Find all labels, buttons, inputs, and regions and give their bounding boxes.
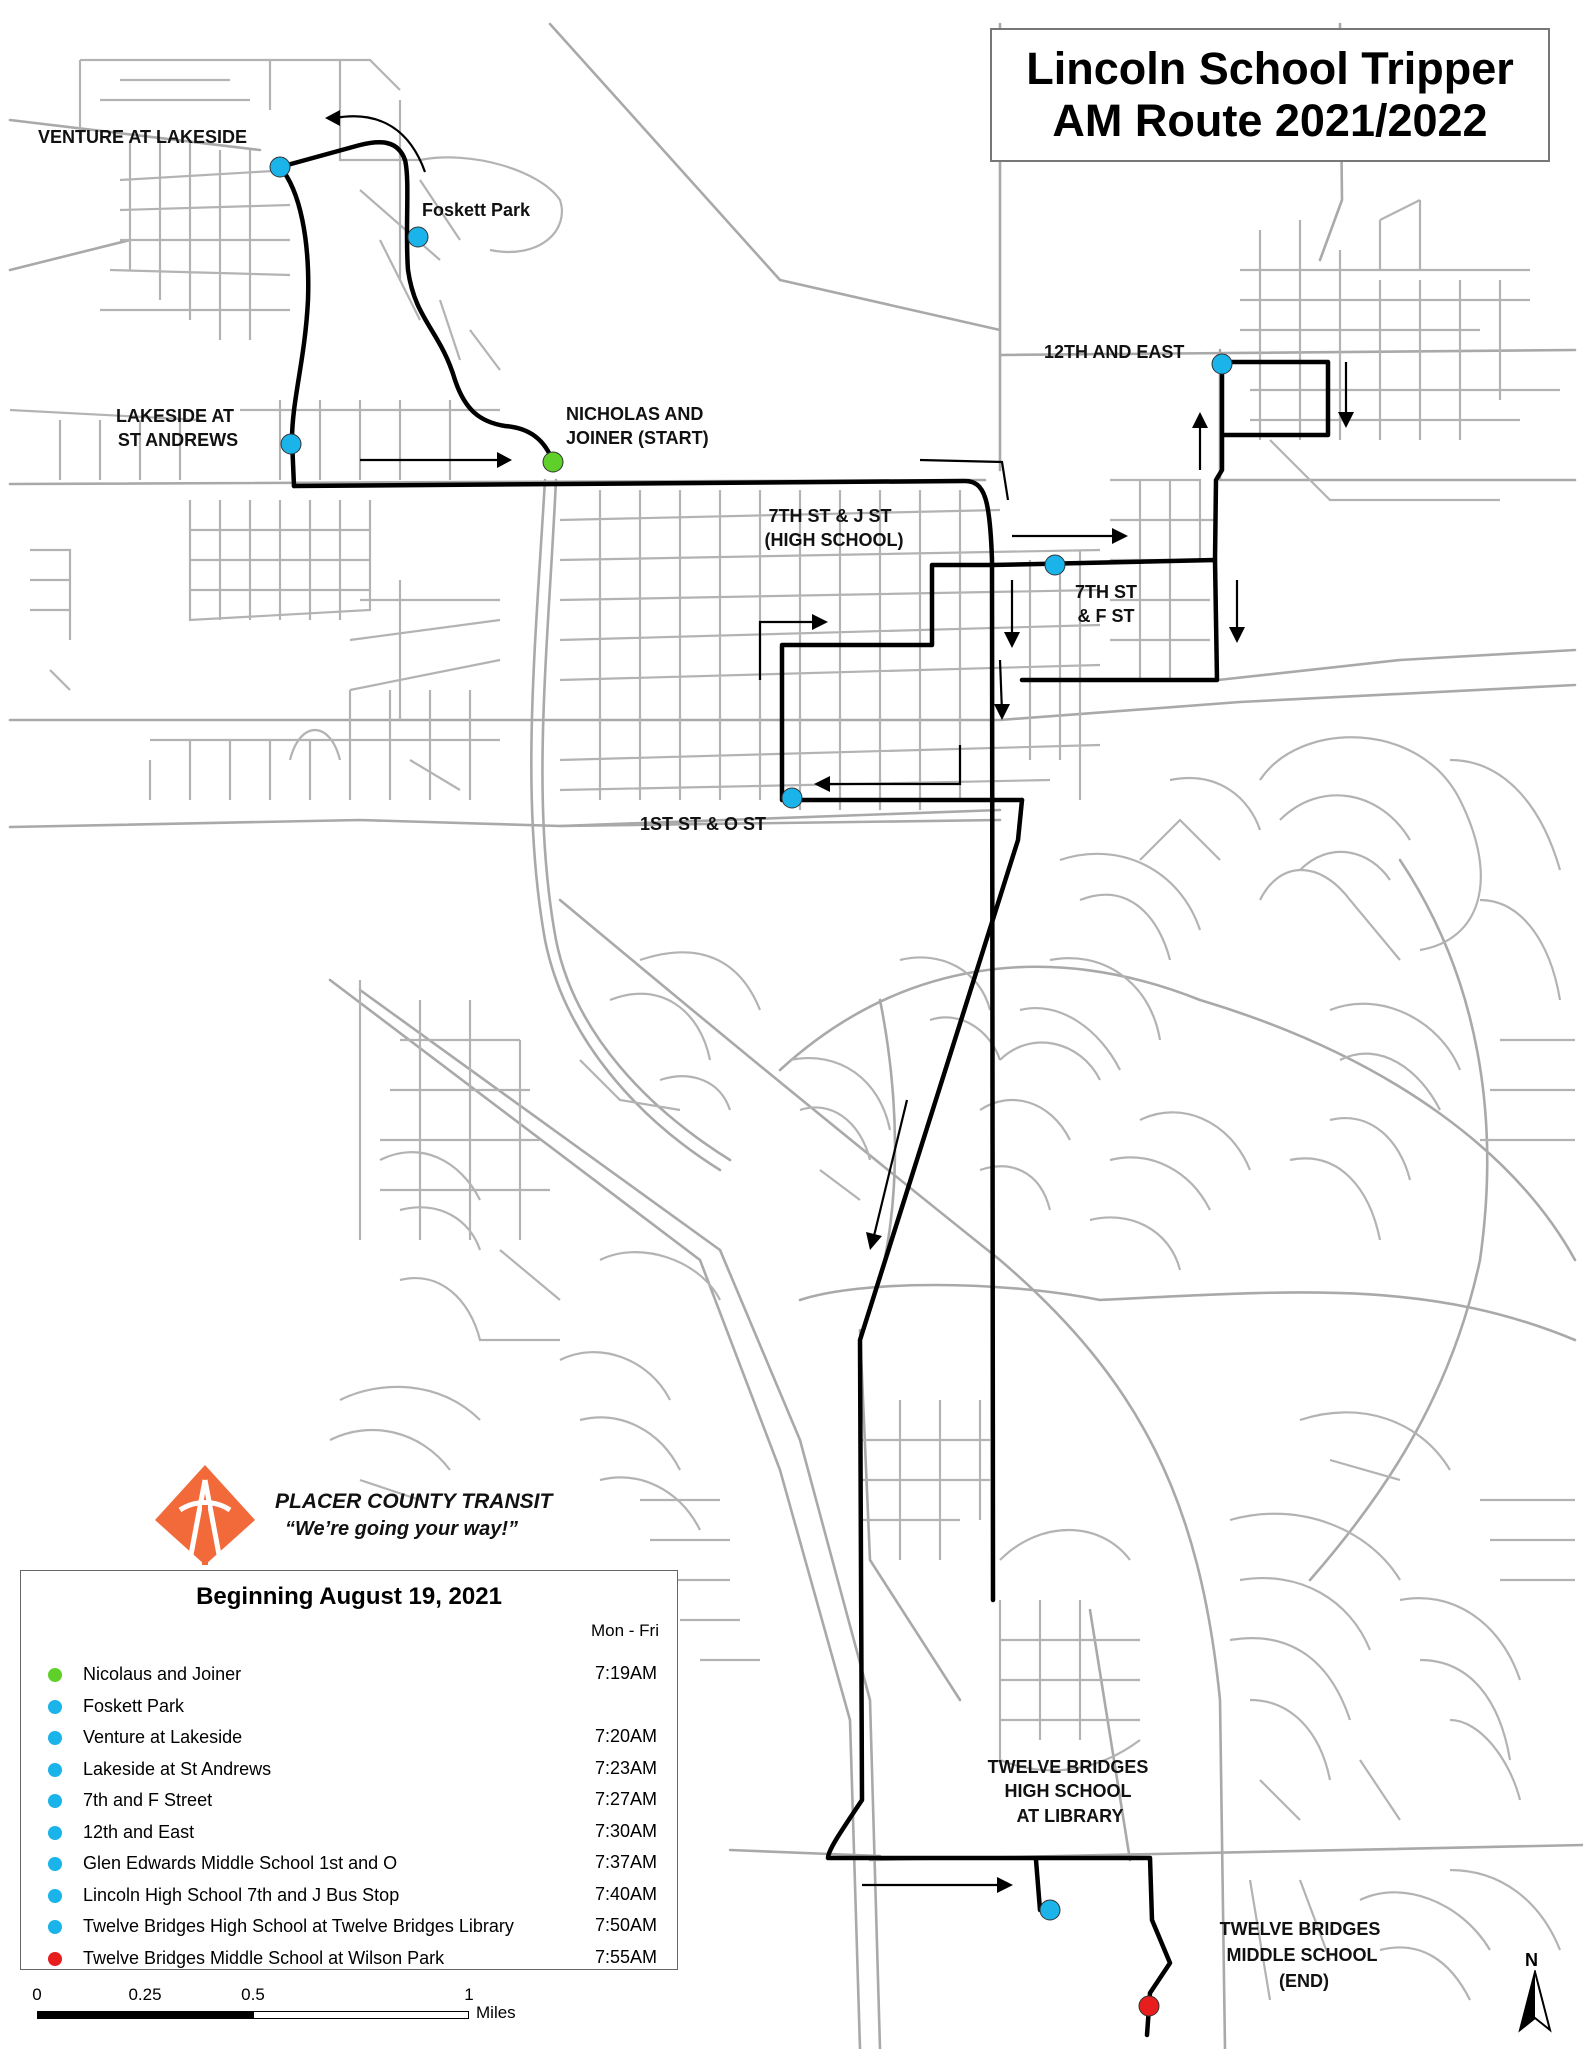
legend-stop-time: 7:20AM	[595, 1726, 658, 1746]
label-7th-f-2: & F ST	[1078, 606, 1135, 626]
legend-stop-dot-icon	[48, 1825, 62, 1840]
stop-1st-o	[781, 787, 803, 809]
label-lakeside-1: LAKESIDE AT	[116, 406, 234, 426]
label-tb-high-3: AT LIBRARY	[1017, 1806, 1124, 1826]
legend-row: Twelve Bridges High School at Twelve Bri…	[21, 1915, 677, 1939]
scale-tick-05: 0.5	[241, 1985, 265, 2004]
map-labels: VENTURE AT LAKESIDE Foskett Park LAKESID…	[38, 127, 1380, 1991]
scale-unit: Miles	[476, 2003, 516, 2022]
label-tb-middle-2: MIDDLE SCHOOL	[1227, 1945, 1378, 1965]
legend-stop-dot-icon	[48, 1951, 62, 1966]
direction-arrows	[325, 110, 1354, 1893]
legend-row: 7th and F Street 7:27AM	[21, 1789, 677, 1813]
legend-stop-dot-icon	[48, 1794, 62, 1808]
legend-stop-time: 7:19AM	[595, 1663, 658, 1683]
legend-stop-name: Venture at Lakeside	[83, 1727, 243, 1747]
bus-stops	[269, 156, 1233, 2017]
legend-stop-name: Lakeside at St Andrews	[83, 1758, 272, 1779]
placer-county-transit-logo: PLACER COUNTY TRANSIT “We’re going your …	[150, 1460, 570, 1570]
map-title-line2: AM Route 2021/2022	[1052, 95, 1488, 146]
legend-stop-name: Foskett Park	[83, 1695, 185, 1716]
legend-row: Twelve Bridges Middle School at Wilson P…	[21, 1947, 677, 1971]
scale-bar-graphic	[37, 2011, 469, 2019]
label-lakeside-2: ST ANDREWS	[118, 430, 238, 450]
legend-stop-dot-icon	[48, 1857, 62, 1871]
legend-row: Venture at Lakeside 7:20AM	[21, 1726, 677, 1750]
map-title-line1: Lincoln School Tripper	[1026, 43, 1514, 94]
legend-stop-dot-icon	[48, 1699, 62, 1714]
logo-tagline: “We’re going your way!”	[285, 1518, 518, 1540]
label-tb-high-2: HIGH SCHOOL	[1004, 1781, 1131, 1801]
legend-row: Foskett Park	[21, 1695, 677, 1719]
legend-stop-dot-icon	[48, 1668, 62, 1682]
stop-lakeside-st-andrews	[280, 433, 302, 455]
north-arrow-icon	[1518, 1970, 1552, 2033]
stop-7th-f	[1044, 554, 1066, 576]
stop-nicholas-joiner	[542, 451, 564, 473]
scale-tick-0: 0	[32, 1985, 42, 2004]
label-1st-o: 1ST ST & O ST	[640, 814, 766, 834]
legend-row: Nicolaus and Joiner 7:19AM	[21, 1663, 677, 1687]
transit-logo-icon	[155, 1465, 255, 1565]
legend-stop-dot-icon	[48, 1762, 62, 1777]
legend-row: Lincoln High School 7th and J Bus Stop 7:…	[21, 1884, 677, 1908]
schedule-legend: Beginning August 19, 2021 Mon - Fri Nico…	[20, 1570, 678, 1970]
legend-stop-time: 7:50AM	[595, 1915, 658, 1935]
label-nicholas-2: JOINER (START)	[566, 428, 709, 448]
label-nicholas-1: NICHOLAS AND	[566, 404, 703, 424]
legend-stop-time: 7:23AM	[595, 1757, 658, 1778]
scale-tick-025: 0.25	[128, 1985, 162, 2004]
stop-12th-east	[1211, 353, 1233, 375]
legend-row: Glen Edwards Middle School 1st and O 7:37…	[21, 1852, 677, 1876]
legend-stop-name: Nicolaus and Joiner	[83, 1664, 242, 1684]
legend-title: Beginning August 19, 2021	[196, 1583, 502, 1610]
north-arrow: N	[1510, 1950, 1560, 2035]
label-foskett: Foskett Park	[422, 200, 531, 220]
legend-stop-time: 7:37AM	[595, 1852, 658, 1872]
legend-stop-time: 7:27AM	[595, 1789, 658, 1809]
label-7th-j-1: 7TH ST & J ST	[768, 506, 891, 526]
legend-row: Lakeside at St Andrews 7:23AM	[21, 1758, 677, 1782]
legend-stop-name: Twelve Bridges Middle School at Wilson P…	[83, 1947, 445, 1968]
legend-stop-dot-icon	[48, 1888, 62, 1903]
label-12th-east: 12TH AND EAST	[1044, 342, 1184, 362]
label-tb-middle-3: (END)	[1279, 1971, 1329, 1991]
stop-twelve-bridges-middle	[1138, 1995, 1160, 2017]
legend-stop-dot-icon	[48, 1731, 62, 1745]
legend-stop-name: Glen Edwards Middle School 1st and O	[83, 1853, 398, 1873]
legend-stop-name: Twelve Bridges High School at Twelve Bri…	[83, 1916, 514, 1936]
map-title-box: Lincoln School Tripper AM Route 2021/202…	[990, 28, 1550, 162]
legend-stop-name: 7th and F Street	[83, 1790, 213, 1810]
logo-name: PLACER COUNTY TRANSIT	[275, 1490, 553, 1513]
north-label: N	[1525, 1950, 1538, 1970]
stop-twelve-bridges-library	[1039, 1899, 1061, 1921]
bus-route	[277, 140, 1331, 2038]
legend-stop-time: 7:30AM	[595, 1820, 658, 1841]
label-tb-middle-1: TWELVE BRIDGES	[1220, 1919, 1381, 1939]
street-network	[8, 22, 1583, 2049]
label-7th-j-2: (HIGH SCHOOL)	[765, 530, 904, 550]
label-7th-f-1: 7TH ST	[1075, 582, 1137, 602]
legend-stop-time: 7:40AM	[595, 1883, 658, 1904]
scale-bar: 0 0.25 0.5 1 Miles	[30, 1985, 570, 2025]
label-tb-high-1: TWELVE BRIDGES	[988, 1757, 1149, 1777]
scale-tick-1: 1	[464, 1985, 474, 2004]
legend-stop-dot-icon	[48, 1920, 62, 1934]
legend-stop-name: 12th and East	[83, 1821, 195, 1842]
legend-stop-time: 7:55AM	[595, 1946, 658, 1967]
legend-days: Mon - Fri	[591, 1621, 659, 1640]
stop-venture-lakeside	[269, 156, 291, 178]
stop-foskett-park	[407, 226, 429, 248]
legend-stop-name: Lincoln High School 7th and J Bus Stop	[83, 1884, 400, 1905]
label-venture: VENTURE AT LAKESIDE	[38, 127, 247, 147]
legend-row: 12th and East 7:30AM	[21, 1821, 677, 1845]
